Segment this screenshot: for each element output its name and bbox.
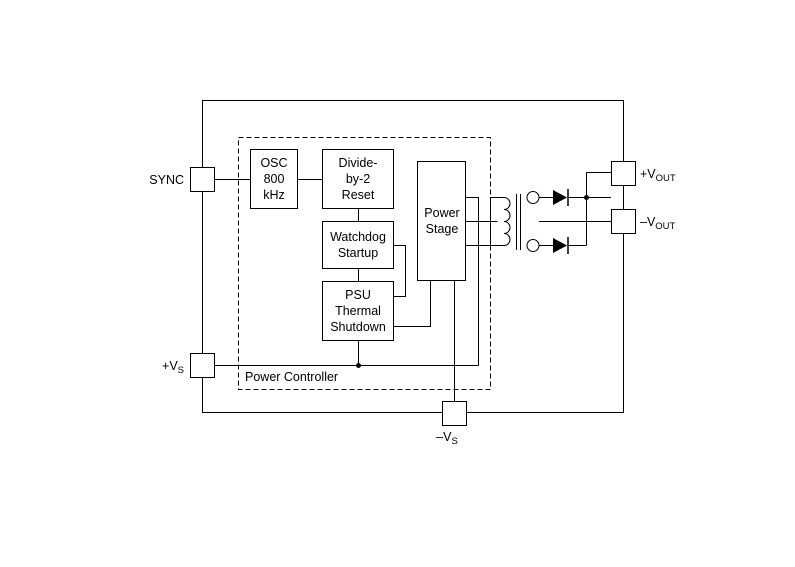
divide-label-line3: Reset (342, 188, 375, 202)
osc-block (250, 149, 298, 209)
vout-neg-label: –VOUT (640, 215, 676, 232)
signal-wires (214, 179, 504, 401)
psu-label-line1: PSU (345, 288, 371, 302)
divide-label-line1: Divide- (339, 156, 378, 170)
power-stage-label-line1: Power (424, 206, 459, 220)
watchdog-label-line2: Startup (338, 246, 378, 260)
osc-label-line2: 800 (264, 172, 285, 186)
psu-label-line2: Thermal (335, 304, 381, 318)
sync-label: SYNC (149, 173, 184, 187)
module-outline (202, 100, 624, 413)
divide-label-line2: by-2 (346, 172, 370, 186)
power-stage-block (417, 161, 466, 281)
power-controller-label: Power Controller (245, 370, 338, 384)
power-controller-boundary (238, 137, 491, 390)
transformer (503, 191, 557, 252)
watchdog-label-line1: Watchdog (330, 230, 386, 244)
junction-dot (356, 363, 361, 368)
divide-by-2-block (322, 149, 394, 209)
power-stage-label-line2: Stage (426, 222, 459, 236)
osc-label-line3: kHz (263, 188, 285, 202)
osc-label-line1: OSC (260, 156, 287, 170)
output-diode-top (553, 189, 569, 206)
psu-label-line3: Shutdown (330, 320, 386, 334)
output-wires (539, 172, 611, 246)
vs-pos-pin (190, 353, 215, 378)
vs-neg-pin (442, 401, 467, 426)
watchdog-block (322, 221, 394, 269)
vout-neg-pin (611, 209, 636, 234)
vout-pos-label: +VOUT (640, 167, 676, 184)
junction-dot (584, 195, 589, 200)
output-diode-bottom (553, 237, 569, 254)
sync-pin (190, 167, 215, 192)
vs-pos-label: +VS (162, 359, 184, 376)
vs-neg-label: –VS (436, 430, 458, 447)
psu-thermal-block (322, 281, 394, 341)
vout-pos-pin (611, 161, 636, 186)
